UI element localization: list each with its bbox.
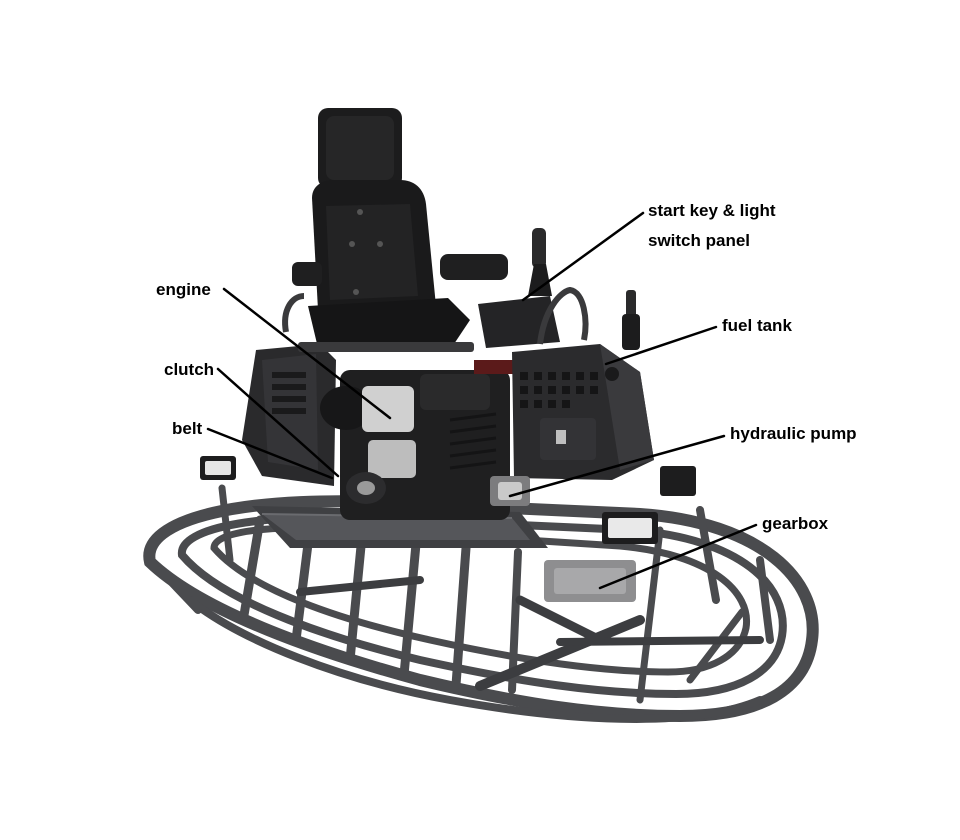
leader-line-hydraulic-pump [508, 434, 726, 498]
label-engine-text: engine [156, 280, 211, 299]
leader-line-gearbox [598, 523, 758, 590]
label-hydraulic-pump-text: hydraulic pump [730, 424, 857, 443]
engine-block [320, 360, 514, 520]
label-hydraulic-pump: hydraulic pump [730, 419, 857, 449]
leader-line-fuel-tank [604, 325, 718, 366]
leader-line-engine [222, 287, 392, 420]
leader-line-belt [206, 427, 334, 480]
label-start-key-light-switch-panel: start key & light switch panel [648, 196, 776, 256]
label-clutch: clutch [164, 355, 214, 385]
label-start-key-line-1: start key & light [648, 201, 776, 220]
leader-line-start-key [521, 211, 645, 302]
label-gearbox: gearbox [762, 509, 828, 539]
trowel-blades [296, 576, 764, 691]
label-belt-text: belt [172, 419, 203, 438]
label-fuel-tank-text: fuel tank [722, 316, 792, 335]
label-start-key-line-2: switch panel [648, 231, 751, 250]
label-fuel-tank: fuel tank [722, 311, 792, 341]
leader-line-clutch [216, 367, 340, 478]
label-gearbox-text: gearbox [762, 514, 829, 533]
label-clutch-text: clutch [164, 360, 215, 379]
label-belt: belt [172, 414, 202, 444]
gearbox [544, 560, 636, 602]
leader-lines [206, 211, 758, 590]
right-body-panel [490, 344, 654, 506]
control-levers [282, 228, 640, 350]
work-lights [200, 456, 696, 544]
label-engine: engine [156, 275, 211, 305]
operator-seat [292, 108, 508, 352]
